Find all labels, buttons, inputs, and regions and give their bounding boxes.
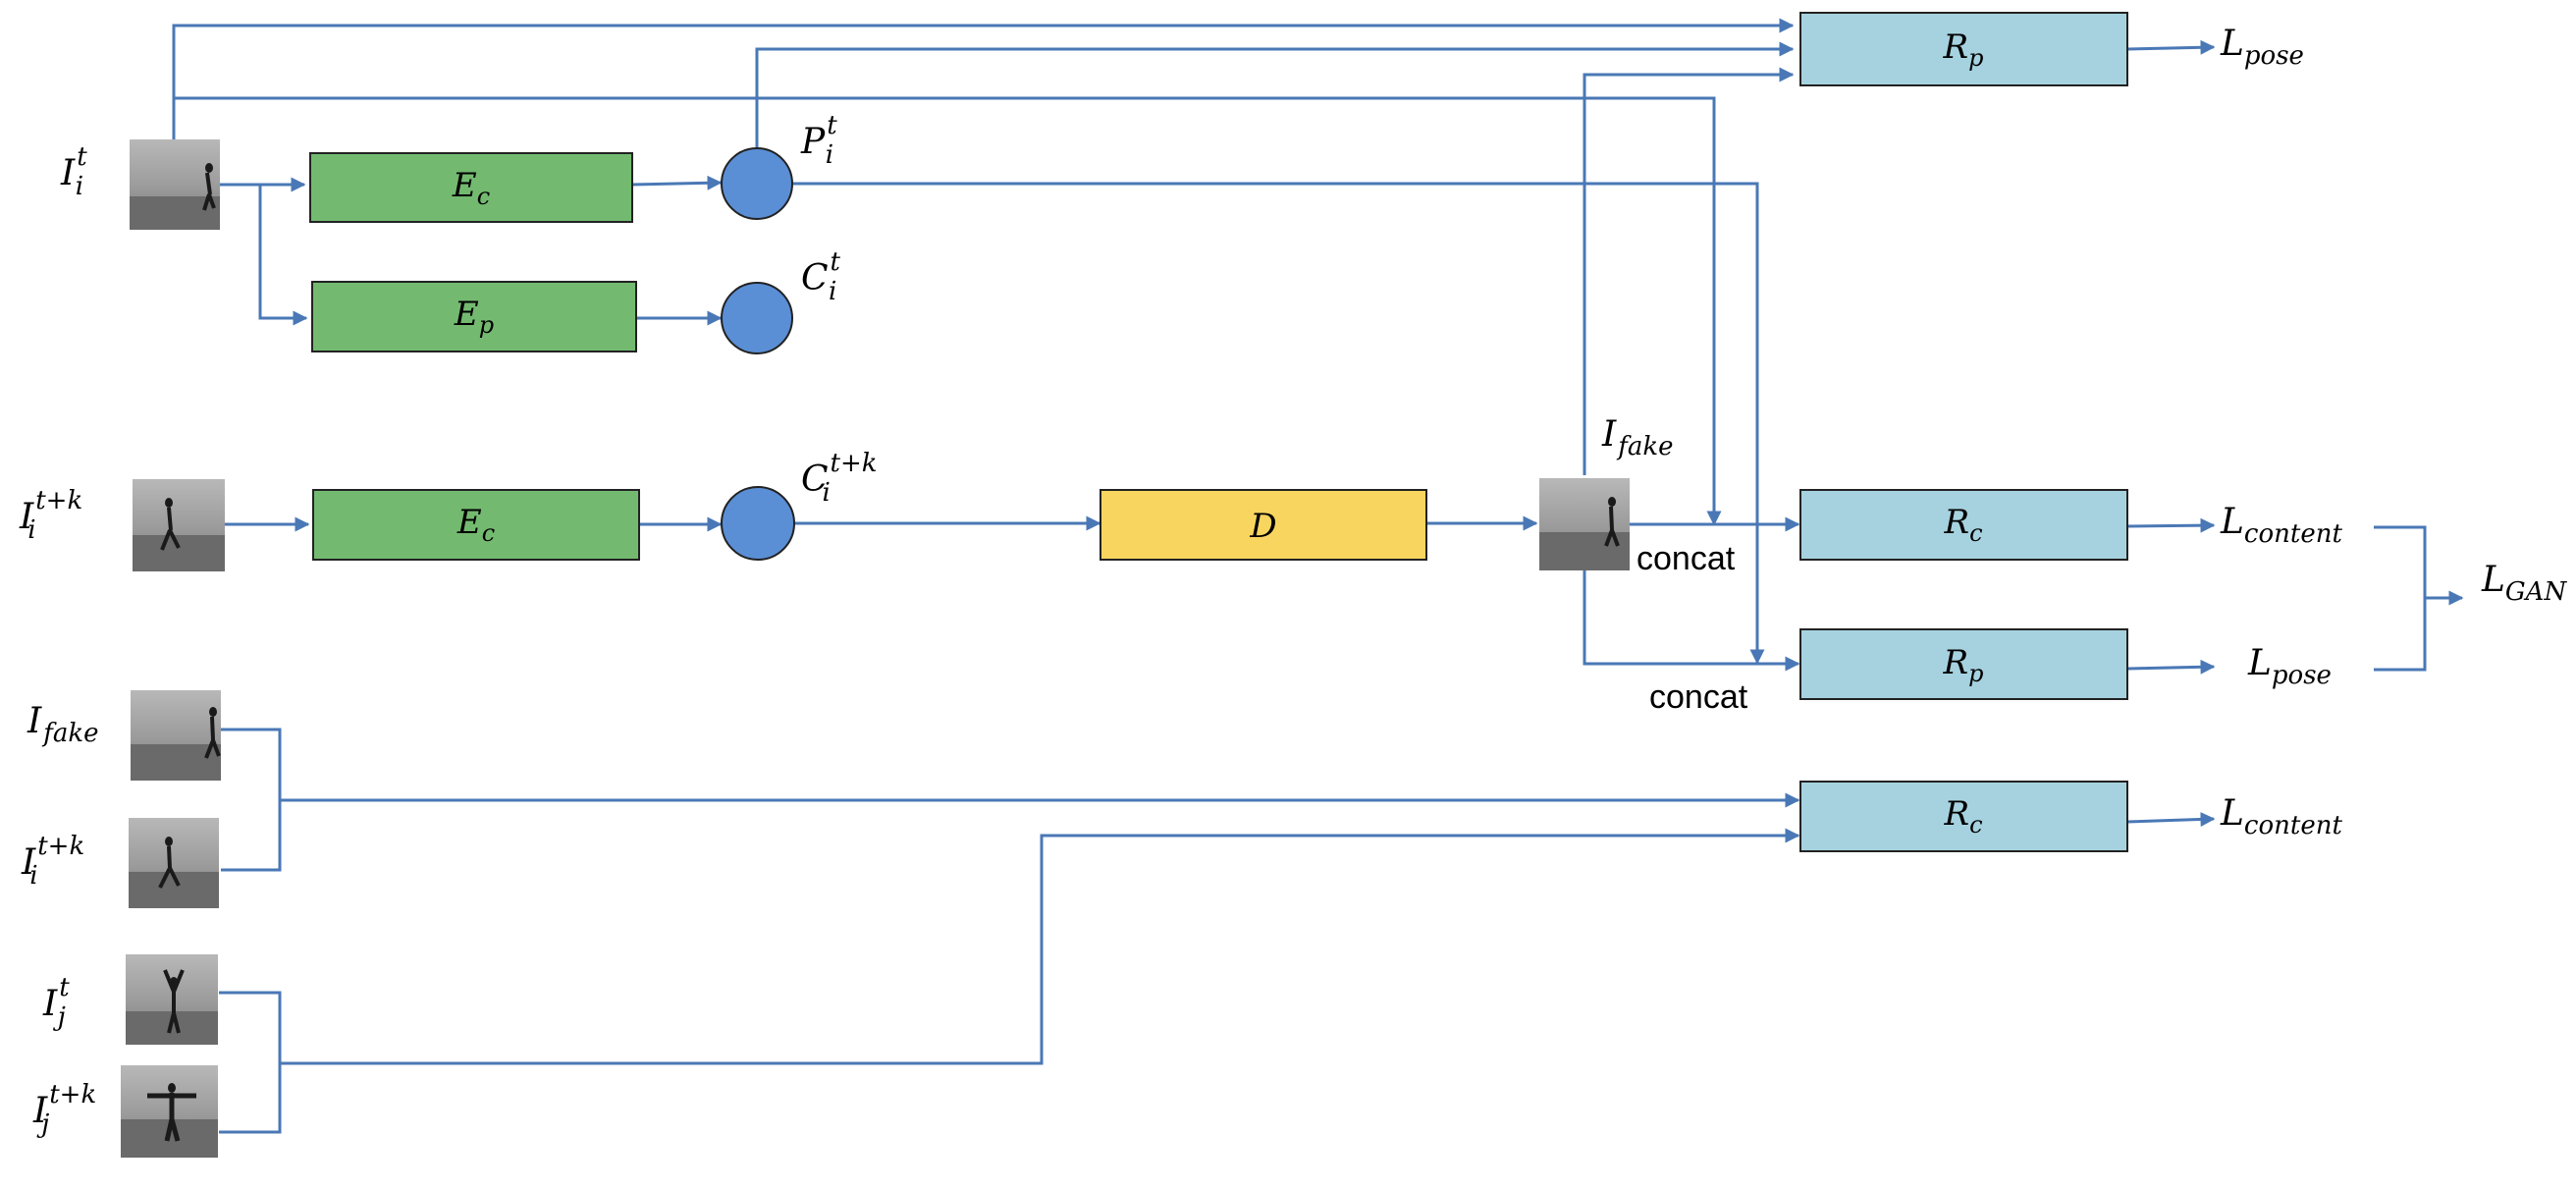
label-i-fake-bottom: Ifake	[27, 701, 99, 748]
label-i-fake-middle: Ifake	[1601, 414, 1674, 461]
generated-frame-i-fake	[1539, 478, 1630, 570]
loss-content-bottom: Lcontent	[2220, 793, 2342, 840]
regressor-rp-middle-label: R	[1943, 643, 1969, 682]
input-frame-i-tk	[133, 479, 225, 571]
regressor-rc-bottom-label: R	[1943, 794, 1969, 834]
content-feature-node-t	[721, 282, 793, 354]
encoder-ec-middle: Ec	[312, 489, 640, 561]
input-frame-i-t	[130, 139, 220, 230]
svg-text:Ec: Ec	[456, 503, 495, 547]
svg-text:Rp: Rp	[1943, 643, 1984, 687]
pose-feature-node	[721, 147, 793, 220]
decoder-d: D	[1100, 489, 1427, 561]
svg-text:Ec: Ec	[452, 166, 490, 210]
input-frame-i-fake-bottom	[131, 690, 221, 781]
encoder-ec-top-label: E	[452, 166, 477, 205]
regressor-rp-top-label: R	[1943, 27, 1969, 67]
regressor-rc-bottom: Rc	[1799, 781, 2128, 852]
svg-text:Rc: Rc	[1943, 794, 1982, 838]
connector-lines	[172, 18, 2464, 1134]
loss-pose-top: Lpose	[2220, 24, 2304, 71]
loss-gan: LGAN	[2481, 560, 2567, 607]
loss-content-middle: Lcontent	[2220, 502, 2342, 549]
svg-text:Rc: Rc	[1943, 503, 1982, 547]
decoder-d-label: D	[1249, 507, 1276, 546]
input-frame-j-tk	[121, 1065, 218, 1158]
regressor-rp-middle: Rp	[1799, 628, 2128, 700]
input-frame-i-tk-bottom	[129, 818, 219, 908]
input-frame-j-t	[126, 954, 218, 1045]
encoder-ep-label: E	[454, 295, 479, 334]
regressor-rc-middle-label: R	[1943, 503, 1969, 542]
encoder-ep: Ep	[311, 281, 637, 352]
encoder-ec-middle-label: E	[456, 503, 482, 542]
regressor-rp-top: Rp	[1799, 12, 2128, 86]
regressor-rc-middle: Rc	[1799, 489, 2128, 561]
loss-pose-middle: Lpose	[2247, 643, 2332, 690]
concat-label-rp: concat	[1649, 678, 1748, 716]
svg-text:Ep: Ep	[454, 295, 494, 339]
content-feature-node-tk	[721, 486, 795, 561]
svg-text:Rp: Rp	[1943, 27, 1984, 72]
concat-label-rc: concat	[1637, 540, 1736, 577]
encoder-ec-top: Ec	[309, 152, 633, 223]
